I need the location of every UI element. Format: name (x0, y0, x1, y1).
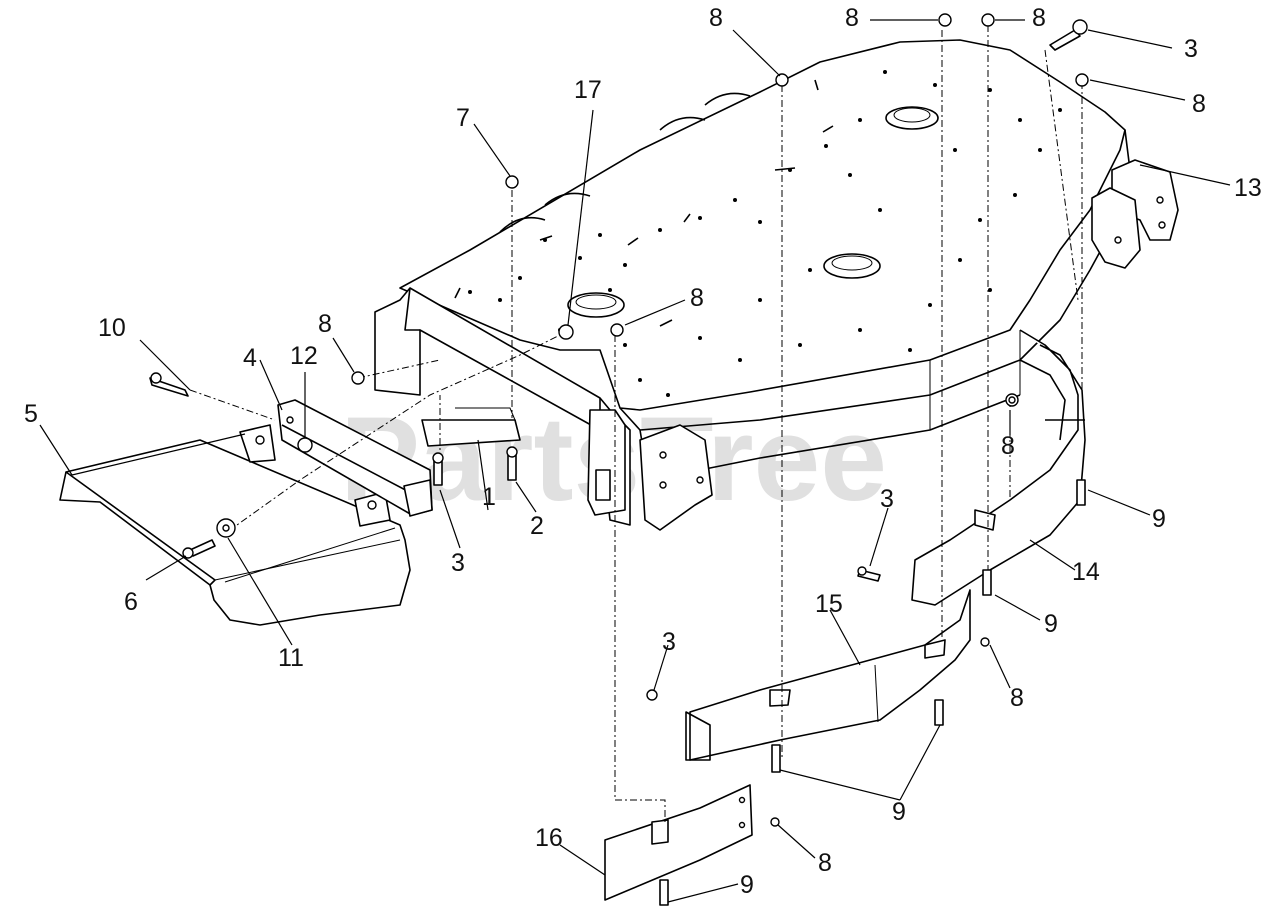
callout-3b: 3 (451, 549, 465, 577)
bolt-3-top (1049, 29, 1081, 51)
callout-9d: 9 (740, 871, 754, 899)
nut-8-e (610, 323, 624, 337)
callout-13: 13 (1234, 174, 1262, 202)
rear-baffle (911, 329, 1086, 606)
assembly-lines (189, 25, 1083, 822)
callout-9c: 9 (892, 798, 906, 826)
bolt-9-a (1076, 479, 1086, 506)
callout-12: 12 (290, 342, 318, 370)
leader-lines (39, 19, 1231, 903)
callout-3a: 3 (1184, 35, 1198, 63)
callout-8g: 8 (1001, 432, 1015, 460)
callout-8e: 8 (690, 284, 704, 312)
hardware (149, 13, 1089, 906)
spindle-opening-left (567, 292, 625, 318)
rear-lift-bracket-lower (1091, 187, 1141, 269)
nut-8-f (351, 371, 365, 385)
callout-10: 10 (98, 314, 126, 342)
callout-1: 1 (482, 483, 496, 511)
nut-8-b (938, 13, 952, 27)
support-bar (277, 399, 433, 517)
mower-deck (374, 39, 1179, 531)
callout-9a: 9 (1152, 505, 1166, 533)
bolt-9-e (659, 879, 669, 906)
washer-17 (558, 324, 574, 340)
callout-3d: 3 (662, 628, 676, 656)
callout-14: 14 (1072, 558, 1100, 586)
callout-8b: 8 (845, 4, 859, 32)
front-baffle (604, 784, 753, 901)
bolt-2 (507, 454, 517, 481)
deck-hole-pattern (468, 70, 1062, 397)
bolt-9-b (982, 569, 992, 596)
callout-5: 5 (24, 400, 38, 428)
callout-8h: 8 (1010, 684, 1024, 712)
nut-8-d (1075, 73, 1089, 87)
callout-4: 4 (243, 344, 257, 372)
spindle-opening-center (823, 253, 881, 279)
nut-8-i (770, 817, 780, 827)
callout-labels: 1 2 3 3 3 3 4 5 6 7 8 8 8 8 8 8 8 8 8 9 … (24, 4, 1262, 899)
bolt-3-lower (646, 689, 658, 701)
callout-8f: 8 (318, 310, 332, 338)
callout-15: 15 (815, 590, 843, 618)
bolt-9-d (771, 744, 781, 773)
callout-8a: 8 (709, 4, 723, 32)
nut-7 (505, 175, 519, 189)
callout-8c: 8 (1032, 4, 1046, 32)
callout-8i: 8 (818, 849, 832, 877)
callout-11: 11 (278, 644, 304, 672)
lift-bracket-front (639, 424, 713, 531)
nut-8-a (775, 73, 789, 87)
callout-3c: 3 (880, 485, 894, 513)
bolt-9-c (934, 699, 944, 726)
bolt-3-left (433, 459, 443, 486)
nut-8-c (981, 13, 995, 27)
hanger-bracket (421, 419, 521, 447)
spindle-opening-right (885, 106, 939, 130)
front-shield (59, 424, 411, 626)
bolt-10 (149, 377, 189, 397)
callout-2: 2 (530, 512, 544, 540)
nut-12 (297, 437, 313, 453)
callout-17: 17 (574, 76, 602, 104)
callout-6: 6 (124, 588, 138, 616)
callout-8d: 8 (1192, 90, 1206, 118)
nut-8-h (980, 637, 990, 647)
callout-9b: 9 (1044, 610, 1058, 638)
callout-7: 7 (456, 104, 470, 132)
side-baffle (685, 589, 971, 761)
callout-16: 16 (535, 824, 563, 852)
